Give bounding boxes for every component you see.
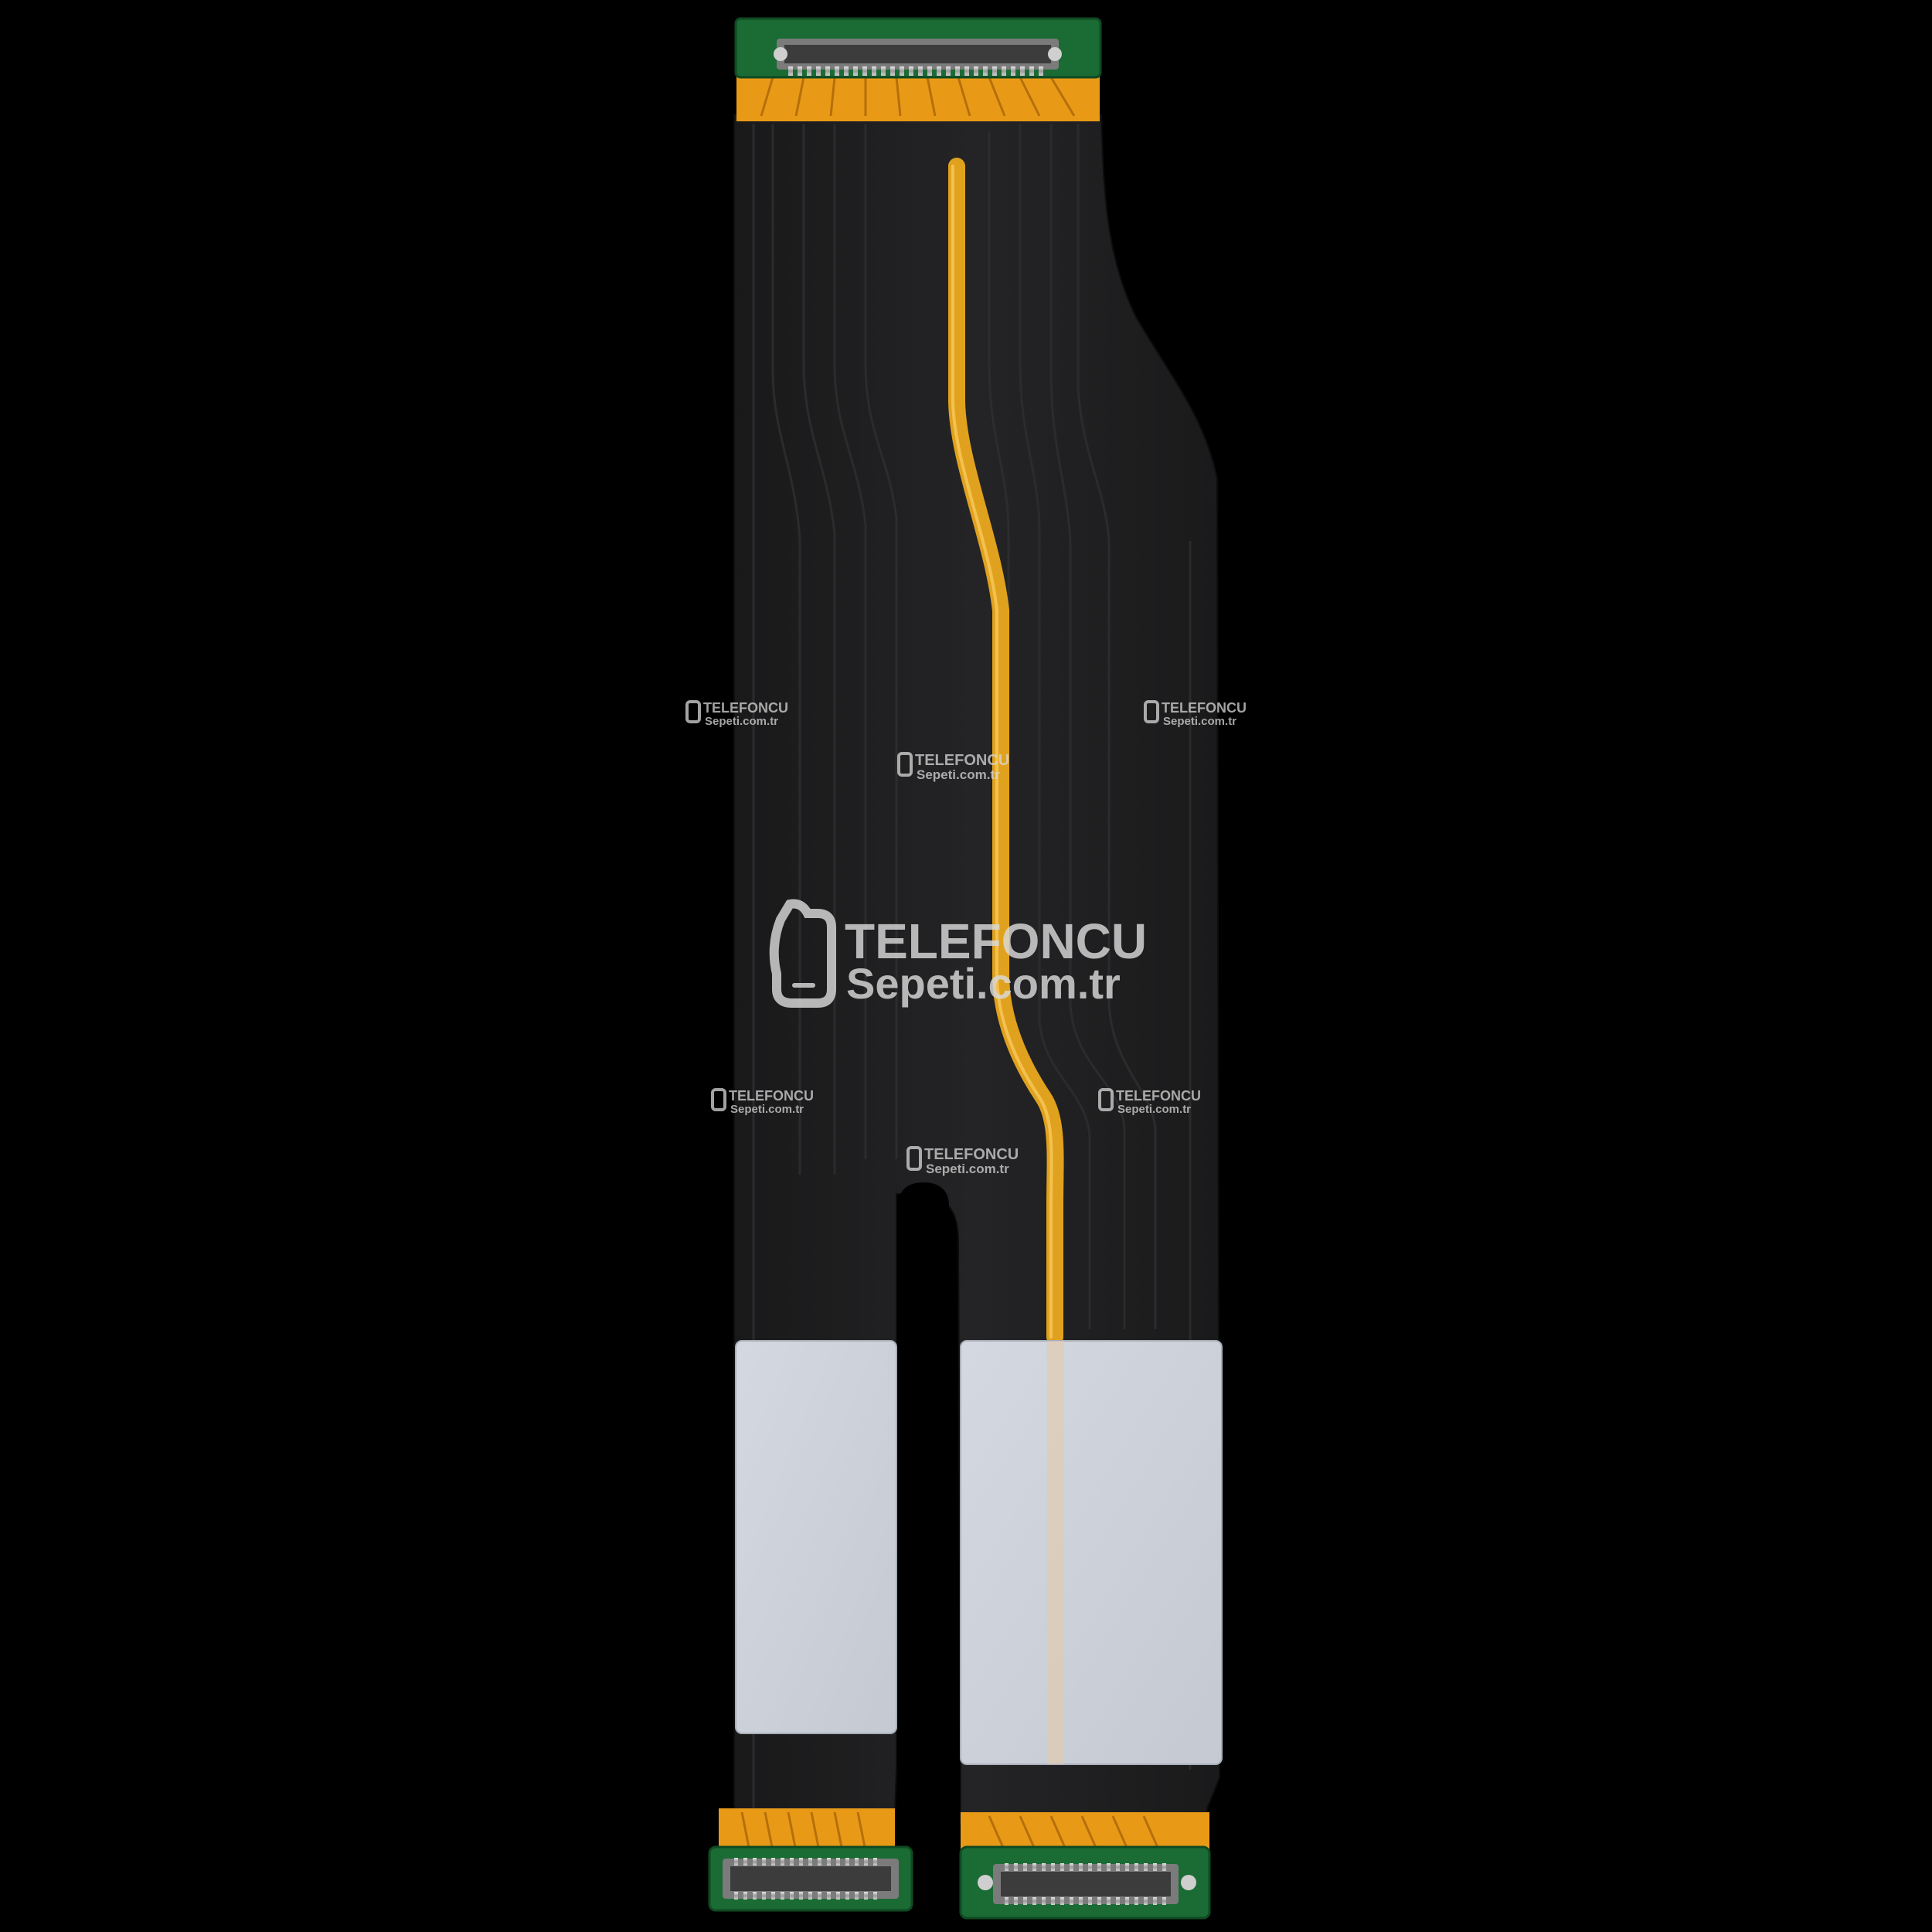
watermark-small-1-brand: TELEFONCU — [703, 700, 788, 716]
watermark-small-4: TELEFONCU Sepeti.com.tr — [711, 1088, 814, 1116]
watermark-small-4-domain: Sepeti.com.tr — [730, 1103, 804, 1116]
copper-trace — [948, 158, 1064, 1345]
watermark-small-4-brand: TELEFONCU — [729, 1088, 814, 1104]
watermark-small-5-brand: TELEFONCU — [1116, 1088, 1201, 1104]
shield-sticker-right — [960, 1340, 1223, 1765]
watermark-main-domain: Sepeti.com.tr — [846, 959, 1121, 1008]
shield-sticker-left — [735, 1340, 897, 1734]
watermark-main-brand: TELEFONCU — [845, 913, 1147, 969]
watermark-small-2-brand: TELEFONCU — [1162, 700, 1247, 716]
watermark-small-3-domain: Sepeti.com.tr — [917, 767, 1000, 782]
phone-leaf-logo-icon — [769, 899, 836, 1008]
watermark-small-1: TELEFONCU Sepeti.com.tr — [685, 700, 788, 728]
watermark-small-2: TELEFONCU Sepeti.com.tr — [1144, 700, 1247, 728]
top-connector — [734, 17, 1102, 121]
watermark-small-3-brand: TELEFONCU — [915, 752, 1009, 769]
trace-through-sticker — [1047, 1341, 1064, 1764]
top-connector-pins — [788, 66, 1043, 76]
watermark-small-3: TELEFONCU Sepeti.com.tr — [897, 752, 1009, 782]
bottom-left-connector — [708, 1808, 913, 1912]
watermark-small-6-domain: Sepeti.com.tr — [926, 1162, 1009, 1176]
watermark-small-6-brand: TELEFONCU — [924, 1146, 1019, 1163]
watermark-main: TELEFONCU Sepeti.com.tr — [769, 899, 1147, 1008]
watermark-small-1-domain: Sepeti.com.tr — [705, 715, 778, 728]
watermark-small-2-domain: Sepeti.com.tr — [1163, 715, 1236, 728]
watermark-small-5-domain: Sepeti.com.tr — [1117, 1103, 1191, 1116]
watermark-small-5: TELEFONCU Sepeti.com.tr — [1098, 1088, 1201, 1116]
watermark-small-6: TELEFONCU Sepeti.com.tr — [906, 1146, 1019, 1176]
bottom-right-connector — [959, 1812, 1211, 1920]
copper-trace-highlight — [951, 165, 1053, 1338]
cable-slot — [898, 1182, 949, 1329]
